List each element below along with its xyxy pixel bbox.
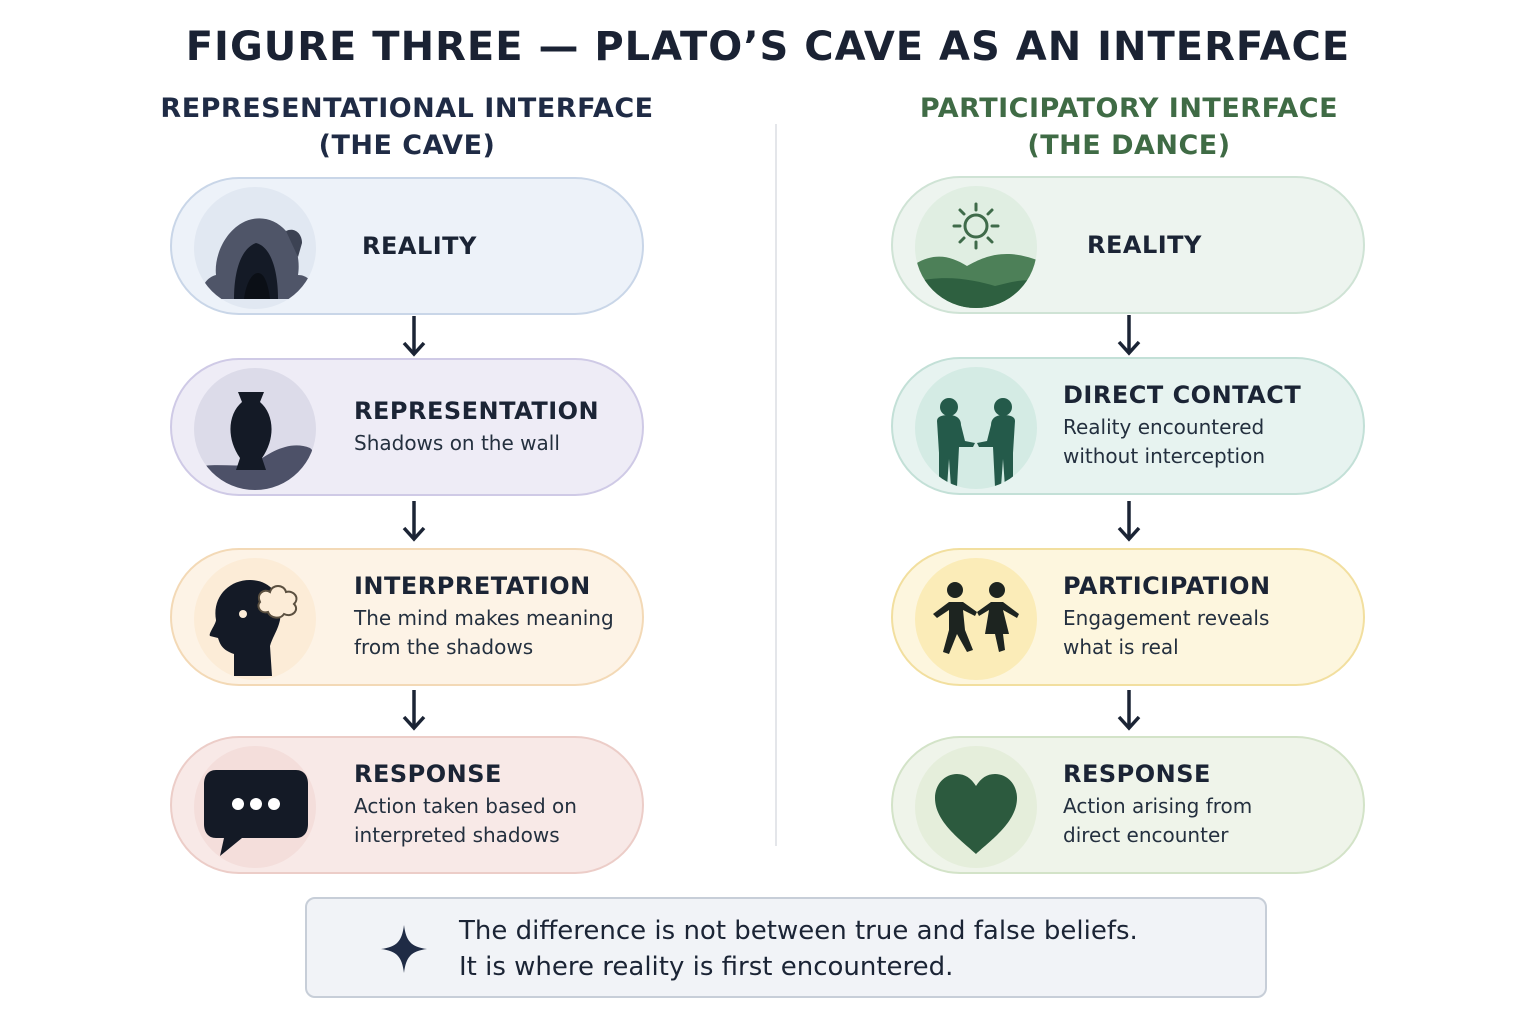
card-title: REPRESENTATION [354,396,600,425]
footer-note: The difference is not between true and f… [305,897,1267,998]
arrow-down [1114,688,1144,732]
footer-note-line-1: The difference is not between true and f… [459,916,1138,946]
thinking-head-icon [194,558,316,680]
card-subtitle: Action arising from direct encounter [1063,794,1253,847]
left-heading-line-1: REPRESENTATIONAL INTERFACE [160,93,654,124]
left-column-heading: REPRESENTATIONAL INTERFACE (THE CAVE) [127,90,687,164]
arrow-down [399,314,429,358]
card-subtitle: Engagement reveals what is real [1063,606,1270,659]
left-card-reality: REALITY [170,177,644,315]
arrow-down [399,688,429,732]
vase-icon [194,368,316,490]
arrow-down [1114,313,1144,357]
left-heading-line-2: (THE CAVE) [318,130,496,161]
right-column-heading: PARTICIPATORY INTERFACE (THE DANCE) [849,90,1409,164]
cave-icon [194,187,316,309]
speech-bubble-icon [194,746,316,868]
handshake-icon [915,367,1037,489]
right-heading-line-1: PARTICIPATORY INTERFACE [919,93,1339,124]
arrow-down [399,499,429,543]
right-card-response: RESPONSE Action arising from direct enco… [891,736,1365,874]
left-card-interpretation: INTERPRETATION The mind makes meaning fr… [170,548,644,686]
column-divider [775,124,777,846]
card-title: INTERPRETATION [354,572,591,600]
card-title: REALITY [1087,231,1202,259]
left-card-response: RESPONSE Action taken based on interpret… [170,736,644,874]
right-card-participation: PARTICIPATION Engagement reveals what is… [891,548,1365,686]
card-subtitle: Action taken based on interpreted shadow… [354,794,577,847]
dancing-people-icon [915,558,1037,680]
card-title: RESPONSE [354,760,502,788]
right-card-direct-contact: DIRECT CONTACT Reality encountered witho… [891,357,1365,495]
left-card-representation: REPRESENTATION Shadows on the wall [170,358,644,496]
page-title: FIGURE THREE — PLATO’S CAVE AS AN INTERF… [185,24,1351,70]
right-heading-line-2: (THE DANCE) [1027,130,1231,161]
right-card-reality: REALITY [891,176,1365,314]
heart-icon [915,746,1037,868]
card-title: RESPONSE [1063,760,1211,788]
card-title: REALITY [362,232,477,260]
card-title: DIRECT CONTACT [1063,381,1302,409]
footer-note-line-2: It is where reality is first encountered… [459,952,954,982]
sun-landscape-icon [915,186,1037,308]
arrow-down [1114,499,1144,543]
sparkle-icon [379,923,429,975]
card-subtitle: The mind makes meaning from the shadows [354,606,614,659]
card-title: PARTICIPATION [1063,572,1271,600]
card-subtitle: Shadows on the wall [354,430,560,455]
card-subtitle: Reality encountered without interception [1063,415,1266,468]
